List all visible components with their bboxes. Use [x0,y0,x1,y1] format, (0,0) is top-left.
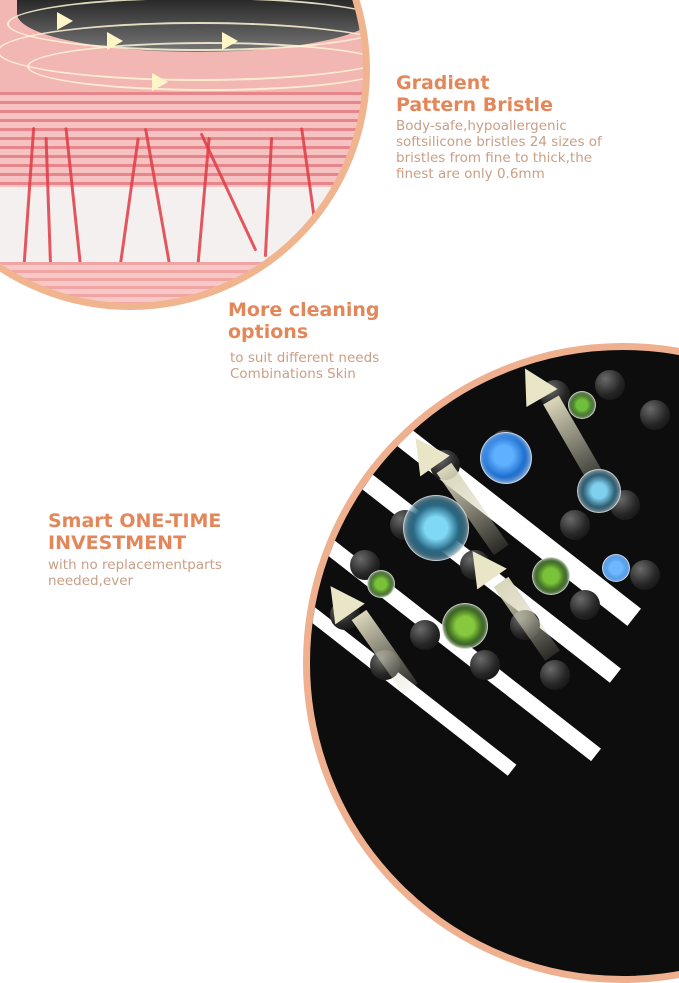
vibration-ring [27,42,363,91]
bristle-tip [470,650,500,680]
feature-description: Body-safe,hypoallergenic softsilicone br… [396,118,602,182]
bristles-germs-illustration [303,343,679,983]
green-germ-icon [568,391,596,419]
feature-gradient-bristle: Gradient Pattern Bristle Body-safe,hypoa… [396,72,679,182]
bristle-tip [410,620,440,650]
bristle-tip [570,590,600,620]
motion-arrow-icon [222,32,238,50]
blue-virus-icon [577,469,621,513]
dermis-layer [0,187,363,267]
bristle-tip [640,400,670,430]
bristle-tip [630,560,660,590]
blue-bubble-icon [602,554,630,582]
motion-arrow-icon [152,73,168,91]
skin-base-layer [0,262,363,303]
feature-description: to suit different needs Combinations Ski… [230,350,380,382]
blue-bubble-icon [480,432,532,484]
green-germ-icon [367,570,395,598]
motion-arrow-icon [57,12,73,30]
blue-virus-icon [403,495,469,561]
feature-cleaning-options: More cleaning options to suit different … [228,299,488,382]
brush-skin-illustration [0,0,370,310]
bristle-tip [460,550,490,580]
bristle-tip [595,370,625,400]
feature-title: More cleaning options [228,299,380,343]
green-germ-icon [532,557,570,595]
skin-layer [0,92,363,187]
motion-arrow-icon [107,32,123,50]
bristle-tip [560,510,590,540]
feature-one-time-investment: Smart ONE-TIME INVESTMENT with no replac… [48,510,308,589]
bristle-tip [540,660,570,690]
feature-title: Gradient Pattern Bristle [396,72,553,116]
feature-description: with no replacementparts needed,ever [48,557,222,589]
green-germ-icon [442,603,488,649]
feature-title: Smart ONE-TIME INVESTMENT [48,510,222,554]
